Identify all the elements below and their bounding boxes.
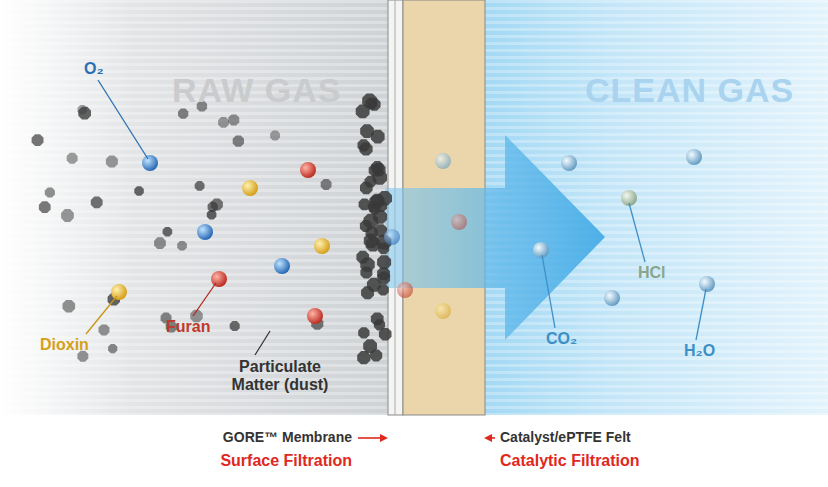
dust-particle [195,181,205,191]
dust-particle [207,210,217,220]
molecule [397,282,413,298]
dust-particle [357,351,370,364]
molecule [384,229,400,245]
dust-particle [39,201,51,213]
dust-particle [218,117,229,128]
molecule [197,224,213,240]
layer-label: GORE™ Membrane [223,430,352,445]
molecule [307,308,323,324]
dust-particle [360,257,374,271]
dust-particle [106,156,118,168]
molecule [300,162,316,178]
dust-particle [61,209,74,222]
region-title: RAW GAS [172,72,341,109]
dust-particle [377,255,391,269]
molecule [604,290,620,306]
molecule-label: Particulate Matter (dust) [220,358,340,393]
dust-particle [366,227,378,239]
dust-particle [67,153,78,164]
dust-particle [366,98,378,110]
dust-particle [372,163,385,176]
dust-particle [374,319,385,330]
dust-particle [360,143,373,156]
molecule [699,276,715,292]
dust-particle [376,201,387,212]
molecule [242,180,258,196]
dust-particle [154,237,166,249]
dust-particle [233,135,244,146]
dust-particle [163,227,173,237]
dust-particle [365,176,377,188]
dust-particle [370,349,382,361]
molecule [561,155,577,171]
region-title: CLEAN GAS [585,72,794,109]
dust-particle [358,327,369,338]
dust-particle [228,114,239,125]
dust-particle [211,198,223,210]
molecule [142,155,158,171]
dust-particle [108,344,117,353]
molecule-label: Furan [166,318,210,336]
dust-particle [134,186,144,196]
dust-particle [230,321,240,331]
dust-particle [361,286,374,299]
dust-particle [63,300,76,313]
molecule-label: H₂O [684,342,715,360]
molecule-label: CO₂ [546,330,577,348]
molecule [274,258,290,274]
molecule [111,284,127,300]
dust-particle [321,179,332,190]
dust-particle [78,105,88,115]
molecule [435,303,451,319]
molecule [314,238,330,254]
molecule-label: HCl [638,264,666,282]
molecule [686,149,702,165]
dust-particle [32,134,44,146]
layer-label: Catalyst/ePTFE Felt [500,430,631,445]
layer-function: Surface Filtration [220,452,352,470]
dust-particle [360,124,374,138]
dust-particle [177,241,187,251]
dust-particle [99,324,110,335]
dust-particle [270,131,280,141]
molecule [533,242,549,258]
molecule [451,214,467,230]
molecule [435,153,451,169]
layer-function: Catalytic Filtration [500,452,640,470]
molecule-label: O₂ [84,60,104,78]
dust-particle [91,196,103,208]
dust-particle [178,108,188,118]
molecule [211,271,227,287]
dust-particle [45,187,55,197]
dust-particle [359,198,371,210]
dust-particle [366,237,381,251]
dust-particle [378,284,389,295]
molecule-label: Dioxin [40,336,89,354]
